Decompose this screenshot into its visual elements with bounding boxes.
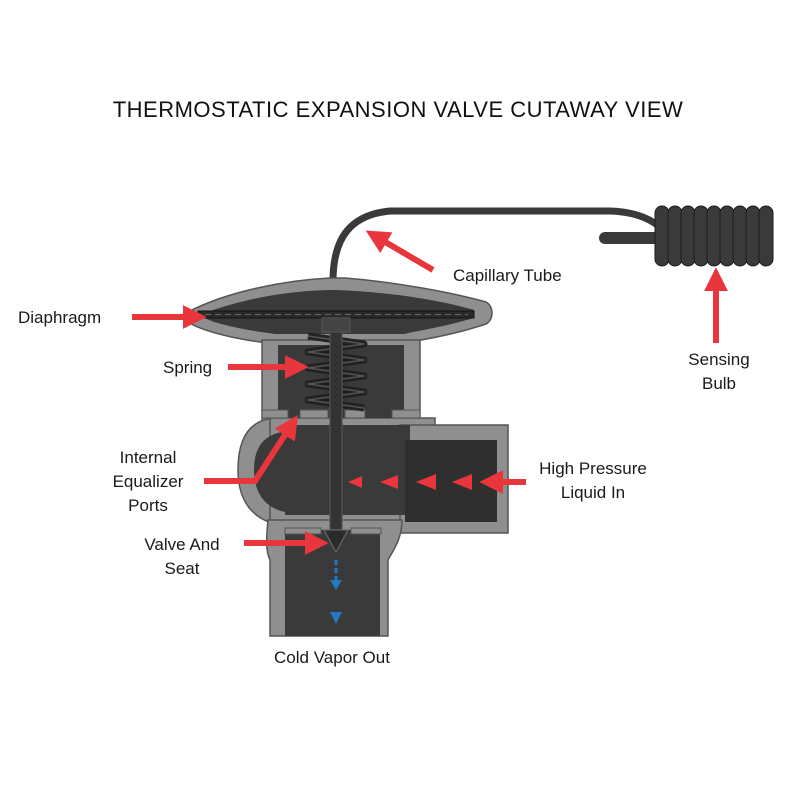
label-diaphragm: Diaphragm	[18, 308, 101, 327]
valve-stem	[321, 317, 351, 531]
diaphragm	[197, 310, 475, 319]
label-sensing-bulb-2: Bulb	[702, 374, 736, 393]
capillary-arrow	[365, 230, 435, 273]
inlet-flow-arrows	[348, 474, 472, 490]
callout-arrows	[132, 230, 728, 555]
capillary-tube	[329, 207, 672, 282]
label-cold-vapor-out: Cold Vapor Out	[274, 648, 390, 667]
label-equalizer-1: Internal	[120, 448, 177, 467]
equalizer-arrow	[204, 414, 298, 484]
label-valve-seat-2: Seat	[165, 559, 200, 578]
sensing-bulb	[654, 205, 774, 267]
label-equalizer-2: Equalizer	[113, 472, 184, 491]
outlet-flow-arrows	[330, 560, 342, 624]
label-capillary-tube: Capillary Tube	[453, 266, 562, 285]
label-sensing-bulb-1: Sensing	[688, 350, 749, 369]
label-spring: Spring	[163, 358, 212, 377]
label-equalizer-3: Ports	[128, 496, 168, 515]
label-high-pressure-2: Liquid In	[561, 483, 625, 502]
valve-and-seat	[284, 527, 382, 554]
label-valve-seat-1: Valve And	[144, 535, 219, 554]
label-high-pressure-1: High Pressure	[539, 459, 647, 478]
diagram-title: THERMOSTATIC EXPANSION VALVE CUTAWAY VIE…	[113, 97, 684, 122]
